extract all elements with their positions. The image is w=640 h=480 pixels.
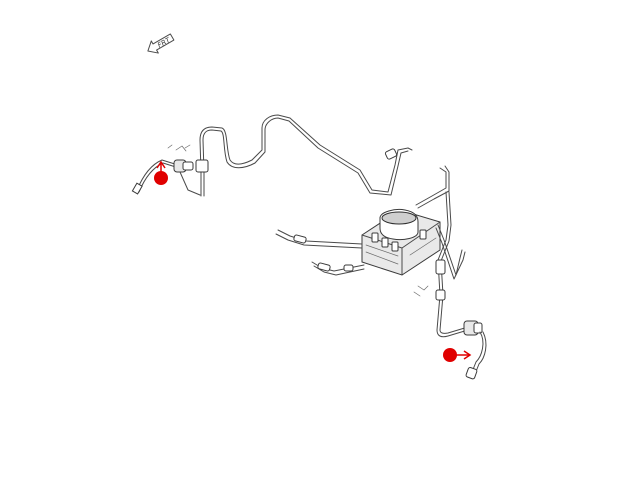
arrow-head-right-icon (463, 350, 472, 360)
front-hose-marker[interactable] (154, 160, 168, 185)
front-direction-arrow-icon: FRT (147, 33, 175, 54)
abs-inlet-pipes (275, 229, 365, 276)
rear-brake-pipe (413, 165, 469, 338)
front-brake-hose (131, 144, 201, 196)
rear-brake-hose (463, 320, 487, 380)
abs-hydraulic-unit (361, 209, 441, 276)
front-brake-pipe (195, 114, 413, 197)
rear-hose-marker[interactable] (443, 348, 472, 362)
direction-arrow-label: FRT (156, 36, 172, 50)
arrow-head-up-icon (156, 160, 166, 169)
